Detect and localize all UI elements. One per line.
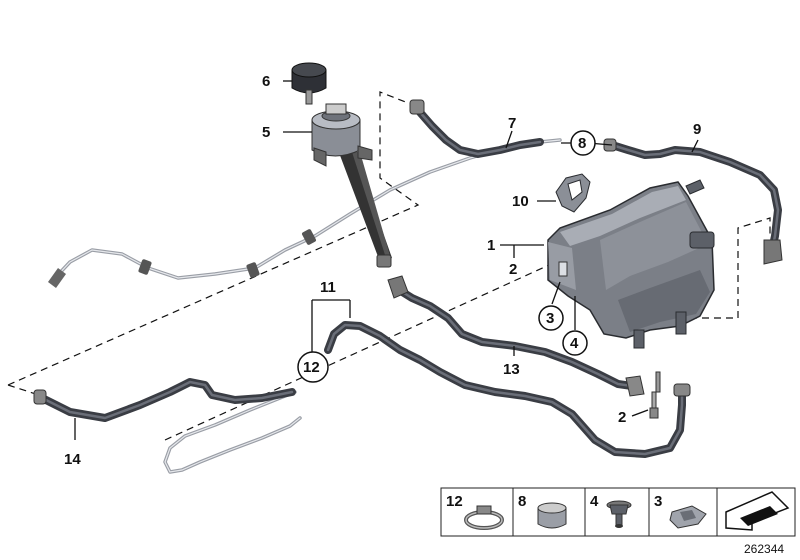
hose-clamp-icon [464,505,504,530]
expansion-rivet-icon [606,500,632,528]
legend-label-8: 8 [518,493,526,510]
metal-vent-pipe [48,138,562,288]
callout-9: 9 [693,121,701,138]
callout-3: 3 [546,310,554,327]
callout-5: 5 [262,124,270,141]
callout-10: 10 [512,193,529,210]
callout-labels: 6 5 7 8 9 10 1 2 3 4 11 12 13 2 14 [64,73,701,468]
reservoir-neck [338,150,392,268]
cap-6 [291,62,327,105]
spring-nut-icon [669,505,707,529]
expansion-reservoir-5 [311,103,373,167]
parts-legend: 12 8 4 3 [440,487,796,537]
callout-4: 4 [570,335,579,352]
hose-7 [409,99,544,158]
bracket-10 [555,173,591,213]
legend-label-3: 3 [654,493,662,510]
hose-11 [324,321,691,458]
leader-lines [74,80,699,440]
clamp-sleeve-icon [537,502,567,529]
callout-8: 8 [578,135,586,152]
callout-14: 14 [64,451,81,468]
callout-2b: 2 [618,409,626,426]
metal-return-pipe [163,390,302,474]
screw-2 [649,371,661,419]
diagram-id: 262344 [744,542,784,556]
callout-13: 13 [503,361,520,378]
callout-6: 6 [262,73,270,90]
bmw-direction-arrow-icon [725,491,790,531]
hose-13 [387,275,645,397]
legend-label-4: 4 [590,493,599,510]
callout-11: 11 [320,279,336,296]
callout-7: 7 [508,115,516,132]
coolant-tank-1 [547,179,715,349]
callout-2: 2 [509,261,517,278]
callout-12: 12 [303,359,320,376]
callout-1: 1 [487,237,495,254]
legend-label-12: 12 [446,493,463,510]
hose-14 [33,378,296,422]
hose-9 [603,138,783,265]
